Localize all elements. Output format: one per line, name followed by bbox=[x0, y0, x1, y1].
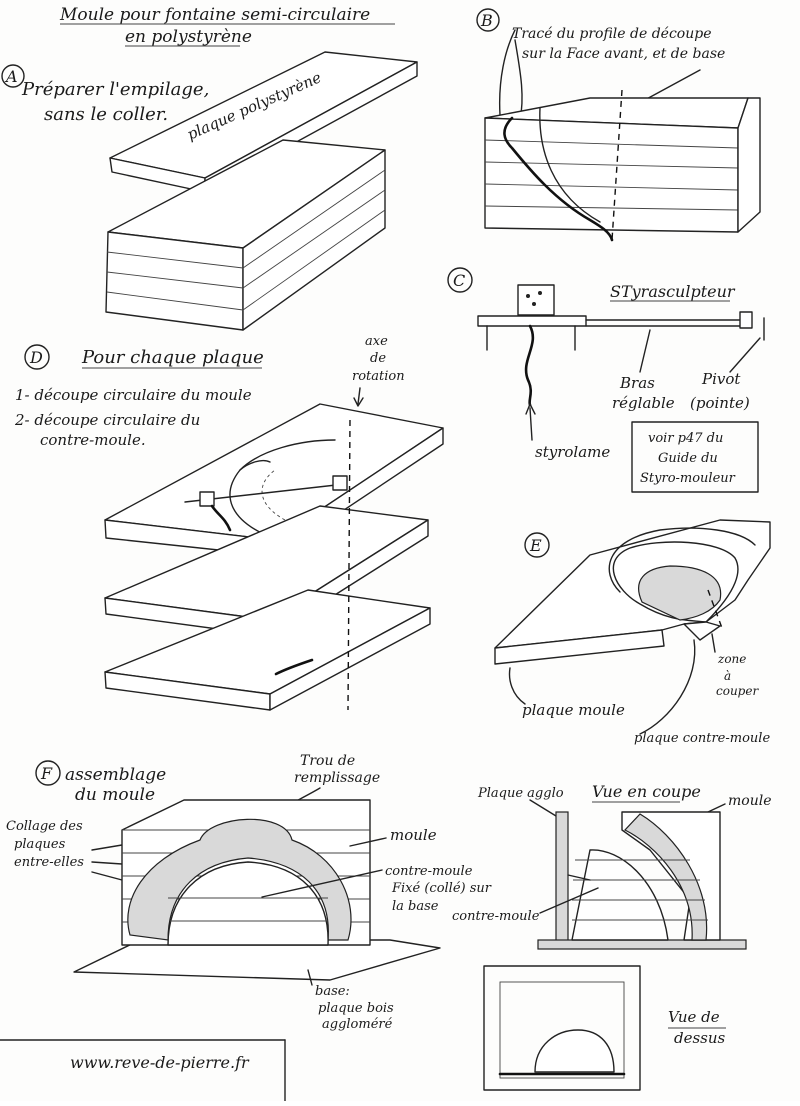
plate-3 bbox=[104, 589, 431, 711]
pivot-label-1: Pivot bbox=[701, 370, 741, 388]
section-counter-label: contre-moule bbox=[452, 909, 540, 924]
zone-label-1: zone bbox=[717, 652, 746, 666]
step-d-item-1: 1- découpe circulaire du moule bbox=[15, 386, 252, 404]
base-label-2: plaque bois bbox=[318, 1001, 394, 1016]
step-b-marker bbox=[476, 8, 500, 32]
step-f: F assemblage du moule Trou de remplissag… bbox=[6, 753, 492, 1032]
battery-box bbox=[517, 284, 555, 316]
step-f-heading-1: assemblage bbox=[65, 765, 166, 785]
step-a-text-1: Préparer l'empilage, bbox=[21, 79, 209, 100]
step-f-marker bbox=[35, 760, 61, 786]
pivot-label-2: (pointe) bbox=[690, 394, 750, 412]
step-d-letter: D bbox=[29, 348, 43, 367]
arm-label-2: réglable bbox=[612, 394, 675, 412]
step-b-label-2: sur la Face avant, et de base bbox=[522, 46, 725, 62]
step-b-label-1: Tracé du profile de découpe bbox=[512, 26, 712, 42]
polystyrene-stack bbox=[105, 139, 386, 331]
gluing-label-1: Collage des bbox=[6, 819, 83, 834]
counter-label-1: contre-moule bbox=[385, 864, 473, 879]
step-d-marker bbox=[24, 344, 50, 370]
cut-plates bbox=[494, 519, 771, 665]
step-d-item-2b: contre-moule. bbox=[40, 431, 146, 449]
step-d-item-2a: 2- découpe circulaire du bbox=[14, 411, 200, 429]
title-line-1: Moule pour fontaine semi-circulaire bbox=[59, 5, 370, 25]
footer-url: www.reve-de-pierre.fr bbox=[70, 1053, 250, 1072]
section-view: Plaque agglo Vue en coupe moule contre-m… bbox=[452, 782, 771, 950]
base-label-1: base: bbox=[315, 984, 350, 999]
section-heading: Vue en coupe bbox=[592, 782, 701, 801]
step-d-heading: Pour chaque plaque bbox=[81, 347, 264, 368]
styrosculpteur-tool bbox=[477, 284, 765, 407]
counter-label-2: Fixé (collé) sur bbox=[391, 881, 492, 896]
axis-label-3: rotation bbox=[352, 369, 405, 384]
mold-assembly bbox=[73, 799, 441, 981]
step-c-marker bbox=[447, 267, 473, 293]
top-view-frame bbox=[483, 965, 641, 1091]
hole-label-1: Trou de bbox=[300, 753, 355, 769]
ref-line-2: Guide du bbox=[658, 451, 718, 466]
blade-label: styrolame bbox=[535, 443, 610, 461]
axis-label-2: de bbox=[370, 351, 386, 366]
footer: www.reve-de-pierre.fr bbox=[0, 1039, 286, 1102]
gluing-label-3: entre-elles bbox=[14, 855, 84, 870]
section-counter-mold bbox=[571, 849, 669, 941]
step-b: B Tracé du profile de découpe sur la Fac… bbox=[476, 8, 761, 242]
base-label-3: aggloméré bbox=[322, 1017, 393, 1032]
step-a-marker bbox=[1, 64, 25, 88]
rotation-axis bbox=[347, 419, 351, 711]
step-a-letter: A bbox=[4, 67, 18, 86]
hole-label-2: remplissage bbox=[294, 770, 380, 786]
top-view: Vue de dessus bbox=[483, 965, 726, 1091]
step-f-letter: F bbox=[40, 764, 53, 783]
step-b-letter: B bbox=[480, 11, 493, 30]
top-view-label-1: Vue de bbox=[668, 1008, 720, 1026]
top-view-label-2: dessus bbox=[674, 1029, 726, 1047]
section-mold-label: moule bbox=[728, 793, 771, 809]
ref-line-3: Styro-mouleur bbox=[640, 471, 736, 486]
title-line-2: en polystyrène bbox=[125, 27, 252, 47]
step-c-letter: C bbox=[453, 271, 465, 290]
tool-name: STyrasculpteur bbox=[610, 282, 736, 301]
plate-mold-label: plaque moule bbox=[522, 701, 625, 719]
gluing-label-2: plaques bbox=[14, 837, 66, 852]
ref-line-1: voir p47 du bbox=[648, 431, 723, 446]
zone-label-3: couper bbox=[716, 684, 759, 698]
step-e: E zone à couper plaque moule plaque cont… bbox=[494, 519, 771, 746]
base-plate bbox=[537, 939, 747, 950]
title: Moule pour fontaine semi-circulaire en p… bbox=[59, 5, 395, 47]
step-f-heading-2: du moule bbox=[75, 785, 155, 805]
stack-with-profile bbox=[484, 89, 761, 242]
zone-label-2: à bbox=[724, 669, 731, 683]
axis-label-1: axe bbox=[365, 334, 388, 349]
step-a-text-2: sans le coller. bbox=[44, 104, 168, 125]
counter-label-3: la base bbox=[392, 899, 439, 914]
step-c: C STyrasculpteur styrolame Bras réglable… bbox=[447, 267, 765, 493]
step-e-marker bbox=[524, 532, 550, 558]
arm-label-1: Bras bbox=[619, 374, 655, 392]
step-e-letter: E bbox=[529, 536, 542, 555]
reference-box bbox=[631, 421, 759, 493]
step-a: A Préparer l'empilage, sans le coller. p… bbox=[1, 51, 418, 331]
chip-plate bbox=[555, 811, 569, 949]
mold-label: moule bbox=[390, 826, 437, 844]
chip-plate-label: Plaque agglo bbox=[477, 786, 564, 801]
step-d: D Pour chaque plaque 1- découpe circulai… bbox=[14, 334, 444, 711]
plate-counter-label: plaque contre-moule bbox=[634, 731, 770, 746]
